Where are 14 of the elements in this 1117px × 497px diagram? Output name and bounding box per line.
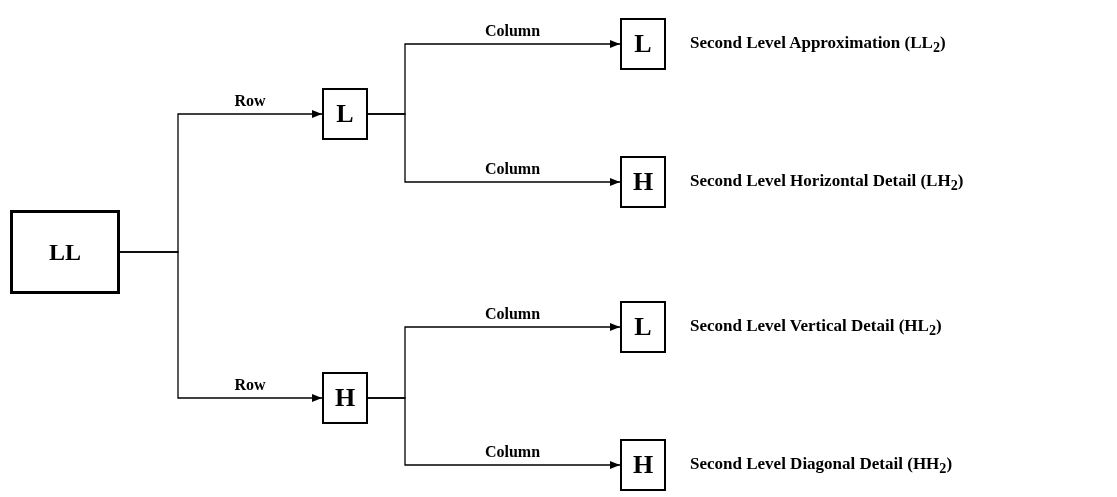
output-caption: Second Level Approximation (LL$_{2}$) [690, 33, 946, 57]
filter-box: LL [10, 210, 120, 294]
filter-box: H [322, 372, 368, 424]
arrow [119, 251, 323, 402]
arrow [367, 397, 621, 469]
filter-box: L [322, 88, 368, 140]
arrow [367, 113, 621, 186]
output-caption: Second Level Diagonal Detail (HH$_{2}$) [690, 454, 953, 478]
filter-box: L [620, 301, 666, 353]
filter-box: H [620, 439, 666, 491]
filter-box: H [620, 156, 666, 208]
output-caption: Second Level Vertical Detail (HL$_{2}$) [690, 316, 942, 340]
filter-box: L [620, 18, 666, 70]
output-caption: Second Level Horizontal Detail (LH$_{2}$) [690, 171, 964, 195]
